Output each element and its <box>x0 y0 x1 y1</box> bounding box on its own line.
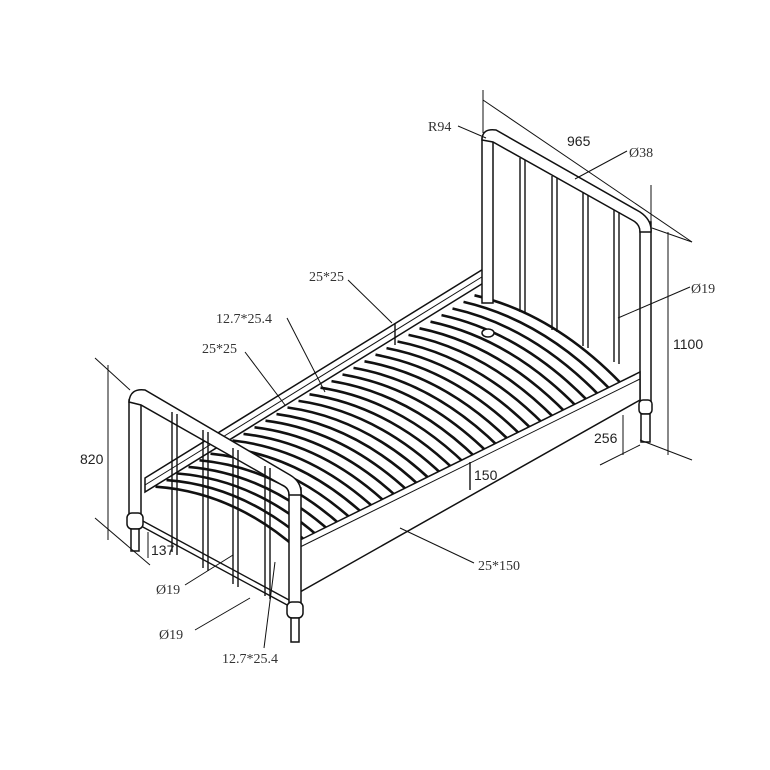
slat <box>452 307 601 398</box>
label-head-bar: Ø19 <box>691 282 715 297</box>
slat <box>298 399 445 477</box>
dimension-lines <box>94 90 693 566</box>
slat <box>276 412 422 488</box>
slat <box>463 300 613 392</box>
slat <box>364 360 512 443</box>
label-slat-top: 12.7*25.4 <box>216 312 272 327</box>
slat <box>320 386 467 466</box>
left-side-rail <box>144 266 486 494</box>
slat <box>441 313 590 403</box>
label-side-rail: 25*150 <box>478 559 520 574</box>
slat <box>254 426 400 500</box>
slat <box>265 419 411 494</box>
slat <box>177 472 321 539</box>
slat <box>353 366 501 449</box>
leader-lines <box>184 125 691 649</box>
slat <box>430 320 579 409</box>
slat <box>375 353 523 437</box>
label-left-rail: 25*25 <box>202 342 237 357</box>
label-foot-bar-2: Ø19 <box>159 628 183 643</box>
label-width: 965 <box>567 133 591 149</box>
slat <box>419 327 568 415</box>
label-foot-clearance: 137 <box>151 542 175 558</box>
label-left-rail-top: 25*25 <box>309 270 344 285</box>
slat <box>331 379 478 460</box>
slat <box>386 346 534 432</box>
label-head-tube: Ø38 <box>629 146 653 161</box>
label-foot-bar-1: Ø19 <box>156 583 180 598</box>
label-center-support: 150 <box>474 467 498 483</box>
slat <box>155 485 299 551</box>
label-foot-height: 820 <box>80 451 104 467</box>
slat <box>232 439 377 511</box>
footboard <box>126 389 304 643</box>
slats <box>155 294 624 551</box>
slat <box>243 432 389 505</box>
label-r94: R94 <box>428 120 451 135</box>
slat <box>342 373 489 454</box>
slat <box>397 340 545 426</box>
slat <box>309 393 456 471</box>
label-head-clearance: 256 <box>594 430 618 446</box>
slat <box>287 406 433 483</box>
slat <box>408 333 557 420</box>
label-head-height: 1100 <box>673 336 703 352</box>
label-foot-slat: 12.7*25.4 <box>222 652 278 667</box>
slat <box>188 465 333 534</box>
headboard <box>481 128 653 443</box>
